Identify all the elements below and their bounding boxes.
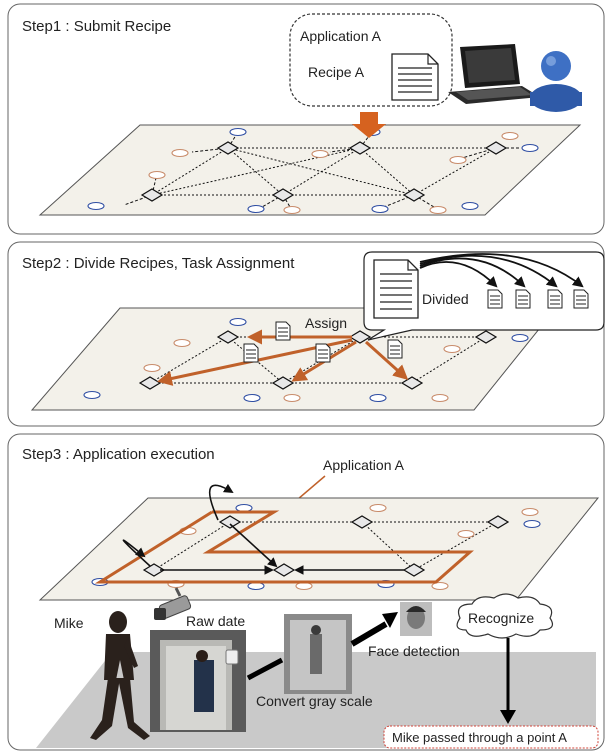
face-detection-label: Face detection (368, 643, 460, 659)
camera-frame-image (150, 630, 246, 732)
camera-icon (154, 587, 192, 620)
node (216, 141, 240, 155)
node (484, 141, 508, 155)
assign-label: Assign (305, 315, 347, 331)
step1-recipe-label: Recipe A (308, 64, 365, 80)
subdocument-icon (243, 321, 403, 363)
node (402, 188, 426, 202)
document-icon (373, 259, 419, 319)
step2-network-plane (30, 307, 558, 411)
step3-application-label: Application A (323, 457, 405, 473)
gray-scale-label: Convert gray scale (256, 693, 373, 709)
document-icon (391, 53, 439, 101)
step3-title: Step3 : Application execution (22, 446, 215, 463)
step1-application-label: Application A (300, 28, 382, 44)
result-arrowhead (500, 710, 516, 724)
arrow-down-icon (352, 112, 386, 138)
result-box (383, 725, 599, 749)
node (271, 188, 295, 202)
divide-bubble (363, 251, 605, 341)
node (348, 141, 372, 155)
result-label: Mike passed through a point A (392, 730, 567, 745)
user-icon (530, 51, 582, 112)
camera-label: Raw date (186, 613, 245, 629)
step2-title: Step2 : Divide Recipes, Task Assignment (22, 255, 295, 272)
divide-arrows (419, 253, 584, 288)
node (140, 188, 164, 202)
face-image (400, 602, 432, 636)
laptop-icon (448, 44, 540, 104)
divided-label: Divided (422, 291, 469, 307)
pipeline-arrows (246, 612, 398, 681)
subdocument-icon (487, 289, 589, 309)
cloud-icon (456, 593, 553, 639)
step3-network-plane (38, 483, 600, 601)
recognize-label: Recognize (468, 610, 534, 626)
grayscale-image (284, 614, 352, 694)
person-name-label: Mike (54, 615, 84, 631)
person-silhouette-icon (90, 611, 150, 740)
step1-network-plane (38, 124, 582, 216)
step1-title: Step1 : Submit Recipe (22, 18, 171, 35)
